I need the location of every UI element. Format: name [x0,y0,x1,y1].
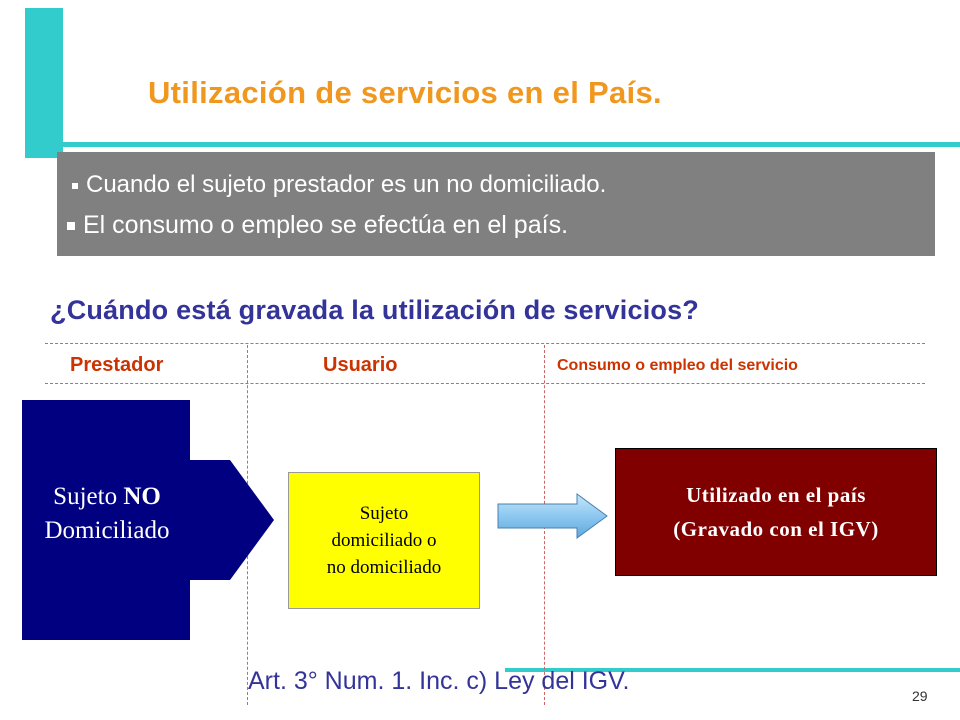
result-box: Utilizado en el país (Gravado con el IGV… [615,448,937,576]
usuario-box: Sujeto domiciliado o no domiciliado [288,472,480,609]
bullet-item: El consumo o empleo se efectúa en el paí… [67,211,568,240]
column-header-prestador: Prestador [70,354,164,376]
bullet-square-icon [67,222,75,231]
law-reference: Art. 3° Num. 1. Inc. c) Ley del IGV. [248,667,630,695]
prestador-label-prefix: Sujeto [53,483,124,510]
bullet-square-icon [72,182,78,189]
question-heading: ¿Cuándo está gravada la utilización de s… [50,295,699,325]
usuario-box-line3: no domiciliado [326,557,442,578]
usuario-box-line1: Sujeto [359,503,409,524]
prestador-arrow-shape [22,400,274,640]
prestador-label-line2: Domiciliado [44,517,170,544]
slide-title: Utilización de servicios en el País. [148,75,662,110]
prestador-box-label: Sujeto NO Domiciliado [22,480,192,548]
accent-horizontal-line [25,142,960,147]
result-box-line1: Utilizado en el país [686,483,866,507]
page-number: 29 [912,688,928,704]
right-arrow-icon [497,493,608,539]
table-header-divider [45,383,925,384]
accent-bottom-line [505,668,960,672]
column-header-usuario: Usuario [323,354,398,376]
usuario-box-line2: domiciliado o [331,530,437,551]
column-header-consumo: Consumo o empleo del servicio [557,357,798,374]
result-box-line2: (Gravado con el IGV) [673,517,879,541]
accent-vertical-bar [25,8,63,158]
prestador-label-bold: NO [123,483,161,510]
bullet-text: El consumo o empleo se efectúa en el paí… [83,211,569,239]
bullet-item: Cuando el sujeto prestador es un no domi… [67,171,606,199]
info-box: Cuando el sujeto prestador es un no domi… [57,152,935,256]
bullet-text: Cuando el sujeto prestador es un no domi… [86,171,607,198]
table-top-divider [45,343,925,344]
